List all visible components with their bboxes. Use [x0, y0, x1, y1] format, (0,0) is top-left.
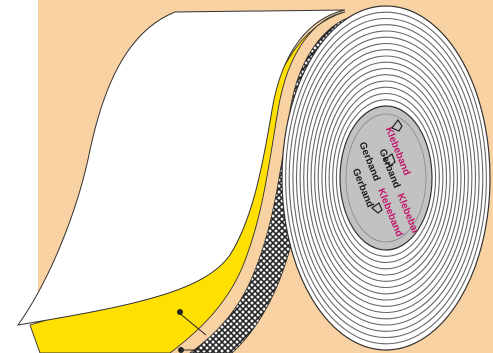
leader-dot-2	[178, 347, 184, 353]
leader-dot-1	[177, 309, 183, 315]
